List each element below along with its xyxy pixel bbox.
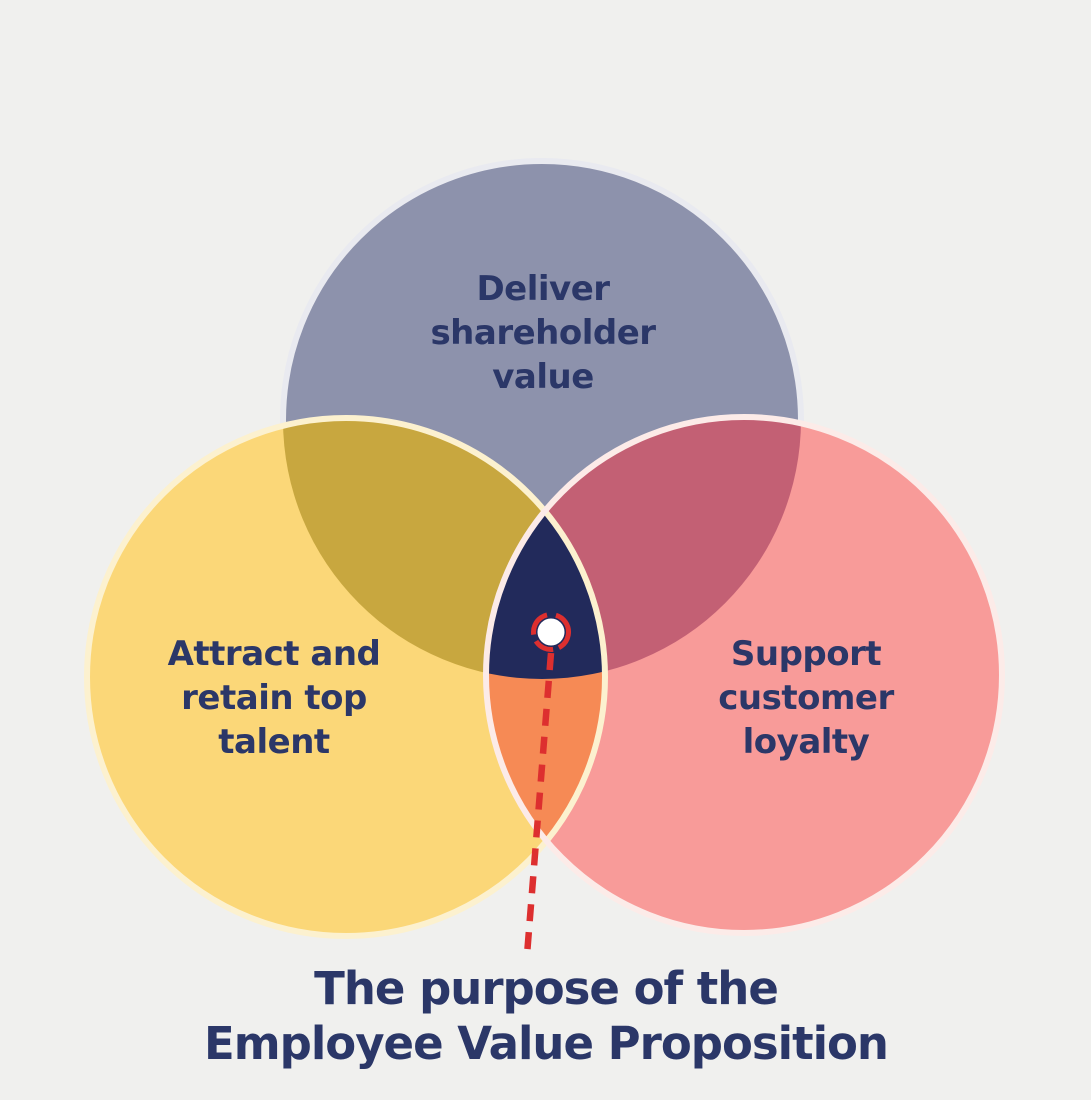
marker-dot: [537, 618, 565, 646]
caption-line-2: Employee Value Proposition: [204, 1017, 889, 1070]
label-top-talent: Attract and retain top talent: [168, 632, 381, 764]
circle-top-talent-outline: [84, 415, 608, 939]
label-line: loyalty: [742, 722, 870, 762]
label-line: customer: [718, 678, 894, 718]
marker-ring: [531, 612, 571, 652]
label-shareholder-value: Deliver shareholder value: [430, 267, 656, 399]
label-customer-loyalty: Support customer loyalty: [718, 632, 894, 764]
label-line: value: [492, 357, 594, 397]
label-line: Attract and: [167, 634, 381, 674]
caption-line-1: The purpose of the: [314, 962, 779, 1015]
diagram-caption: The purpose of the Employee Value Propos…: [204, 961, 889, 1071]
label-line: talent: [218, 722, 330, 762]
label-line: retain top: [181, 678, 367, 718]
leader-dashed-line: [523, 652, 555, 956]
label-line: Deliver: [476, 269, 610, 309]
label-line: Support: [730, 634, 882, 674]
circle-customer-loyalty-outline: [483, 414, 1005, 936]
label-line: shareholder: [430, 313, 656, 353]
